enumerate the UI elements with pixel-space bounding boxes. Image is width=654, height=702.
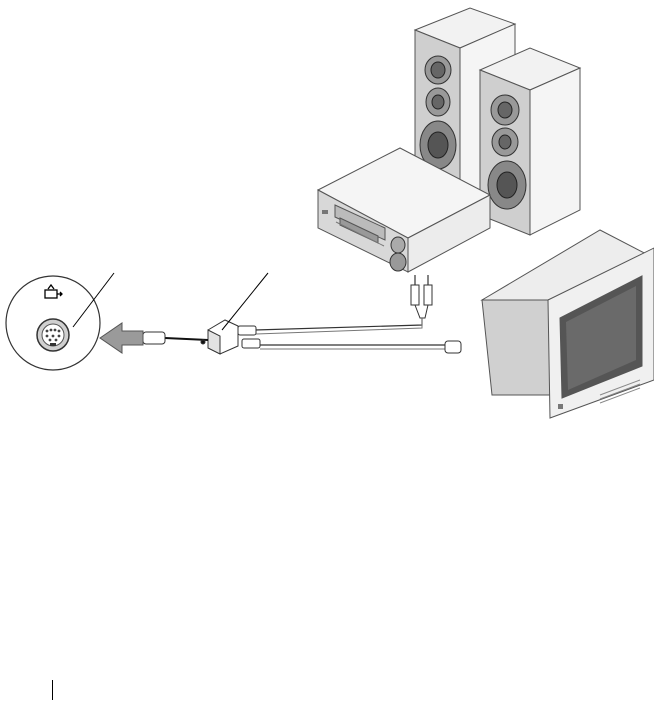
insertion-arrow-icon [100, 323, 143, 353]
adapter [143, 320, 260, 354]
audio-rca-cables [255, 275, 432, 334]
page-margin-marker [52, 680, 53, 700]
s-video-connector-icon [37, 319, 69, 351]
video-cable [260, 341, 461, 353]
television [482, 230, 654, 418]
callout-leader-lines [73, 273, 268, 330]
tv-out-connector-callout [6, 276, 100, 370]
speaker-right [480, 48, 580, 235]
